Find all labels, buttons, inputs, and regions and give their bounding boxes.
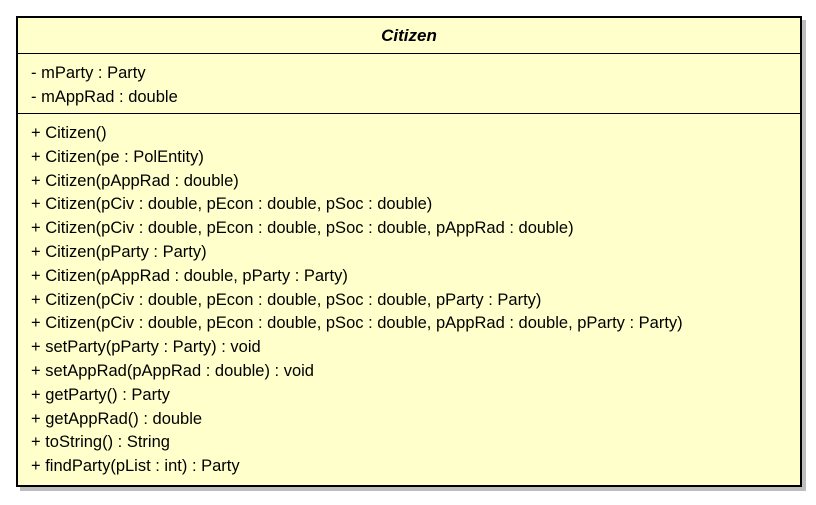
attribute-item: - mAppRad : double: [31, 87, 178, 106]
operation-item: + Citizen(pCiv : double, pEcon : double,…: [31, 290, 542, 309]
operation-item: + getParty() : Party: [31, 385, 170, 404]
operation-item: + Citizen(pAppRad : double): [31, 171, 239, 190]
operations-compartment: + Citizen() + Citizen(pe : PolEntity) + …: [18, 114, 800, 479]
operation-item: + findParty(pList : int) : Party: [31, 457, 240, 476]
operation-item: + toString() : String: [31, 433, 170, 452]
operation-item: + setAppRad(pAppRad : double) : void: [31, 361, 314, 380]
operation-item: + setParty(pParty : Party) : void: [31, 338, 261, 357]
attributes-compartment: - mParty : Party - mAppRad : double: [18, 54, 800, 114]
attribute-item: - mParty : Party: [31, 64, 146, 82]
operation-item: + getAppRad() : double: [31, 409, 203, 428]
operation-item: + Citizen(pCiv : double, pEcon : double,…: [31, 219, 574, 238]
operation-item: + Citizen(pParty : Party): [31, 242, 207, 261]
operation-item: + Citizen(pCiv : double, pEcon : double,…: [31, 195, 433, 214]
operation-item: + Citizen(pe : PolEntity): [31, 147, 204, 166]
operation-item: + Citizen(): [31, 124, 107, 142]
operation-item: + Citizen(pCiv : double, pEcon : double,…: [31, 314, 683, 333]
operation-item: + Citizen(pAppRad : double, pParty : Par…: [31, 266, 348, 285]
uml-class-box[interactable]: Citizen - mParty : Party - mAppRad : dou…: [16, 16, 802, 487]
class-name: Citizen: [18, 18, 800, 54]
